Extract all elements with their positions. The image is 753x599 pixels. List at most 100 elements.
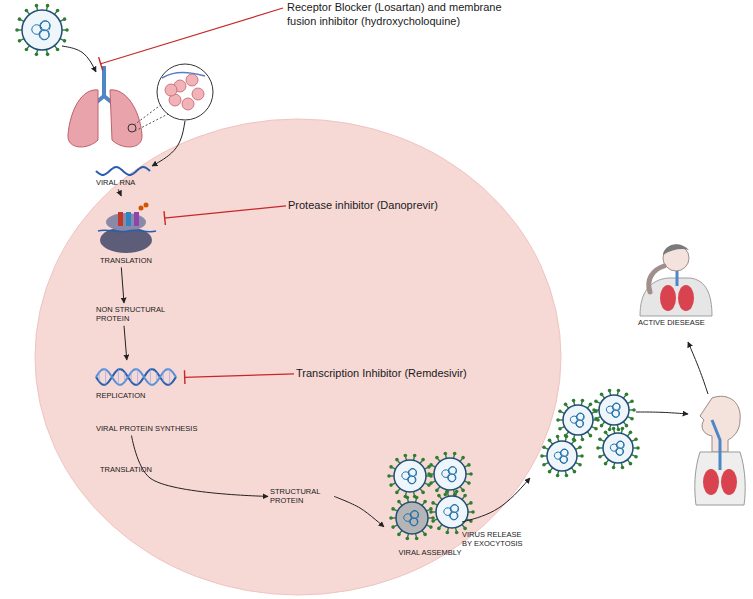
rung — [131, 372, 132, 381]
genome-coil — [444, 505, 459, 520]
spike-tip — [600, 424, 604, 428]
spike-tip — [429, 510, 433, 514]
envelope — [436, 496, 468, 528]
spike-tip — [389, 465, 393, 469]
spike-tip — [387, 474, 391, 478]
capillary — [162, 73, 205, 79]
spike-tip — [63, 39, 67, 43]
progression-arrow — [688, 342, 708, 394]
step-label: REPLICATION — [96, 391, 182, 400]
genome-coil — [404, 511, 419, 526]
spike-tip — [397, 500, 401, 504]
spike-tip — [542, 463, 546, 467]
step-label: STRUCTURAL PROTEIN — [270, 487, 332, 506]
envelope — [434, 458, 466, 490]
alveolus — [186, 74, 198, 86]
inhibition-line — [100, 8, 283, 64]
spike-tip — [594, 427, 598, 431]
spike-tip — [596, 446, 600, 450]
spike-tip — [581, 399, 585, 403]
flow-arrow — [121, 267, 124, 303]
genome-coil — [606, 403, 620, 417]
person-icon — [695, 396, 745, 505]
spike-tip — [63, 17, 67, 21]
spike-tip — [558, 410, 562, 414]
virion — [387, 454, 433, 499]
step-node: REPLICATION — [90, 362, 182, 400]
spike-tip — [423, 500, 427, 504]
alveolus — [182, 98, 194, 110]
entry-arrow — [62, 46, 96, 72]
spike-tip — [429, 507, 433, 511]
spike-tip — [65, 28, 69, 32]
spike-tip — [578, 446, 582, 450]
alveolus — [192, 88, 204, 100]
spike-tip — [437, 527, 441, 531]
spike-tip — [598, 438, 602, 442]
spike-tip — [600, 393, 604, 397]
step-node: VIRAL PROTEIN SYNTHESIS — [96, 424, 197, 433]
release-arrow — [462, 478, 530, 522]
step-label: Protease inhibitor (Danoprevir) — [288, 199, 438, 213]
rung — [124, 372, 125, 381]
spike-tip — [634, 438, 638, 442]
genome-coil — [610, 441, 624, 455]
spike-tip — [632, 408, 636, 412]
spike-tip — [406, 537, 410, 541]
spike-tip — [455, 490, 459, 494]
virion — [427, 452, 473, 497]
rna-strand — [96, 167, 150, 175]
envelope — [547, 441, 577, 471]
spike-tip — [18, 39, 22, 43]
spike-tip — [608, 428, 612, 432]
right-lung — [110, 90, 142, 147]
spike-tip — [463, 527, 467, 531]
envelope — [396, 502, 428, 534]
step-label: VIRAL RNA — [96, 178, 160, 187]
flow-arrow — [124, 326, 127, 360]
lung — [678, 285, 694, 311]
hair — [663, 244, 689, 255]
spike-tip — [612, 466, 616, 470]
rung — [99, 372, 100, 381]
ribosome-icon — [98, 203, 156, 254]
spike-tip — [435, 489, 439, 493]
step-node: STRUCTURAL PROTEIN — [270, 487, 332, 506]
spike-tip — [621, 427, 625, 431]
spike-tip — [463, 494, 467, 498]
spike-tip — [446, 531, 450, 535]
released-virion — [596, 427, 640, 470]
spike-tip — [629, 462, 633, 466]
spike-tip — [18, 17, 22, 21]
spike-tip — [580, 454, 584, 458]
inhibition-line — [184, 374, 294, 377]
spike-tip — [413, 454, 417, 458]
spike-tip — [636, 446, 640, 450]
spike-tip — [437, 494, 441, 498]
spike-tip — [565, 474, 569, 478]
entry-arrow — [152, 121, 185, 166]
spike-tip — [604, 431, 608, 435]
alveolus — [165, 84, 177, 96]
spike-tip — [556, 435, 560, 439]
spike-tip — [431, 516, 435, 520]
step-node: VIRAL ASSEMBLY — [386, 456, 474, 557]
spike-tip — [581, 438, 585, 442]
step-node: ACTIVE DIESEASE — [618, 232, 718, 327]
spike-tip — [429, 463, 433, 467]
spike-tip — [604, 462, 608, 466]
spike-tip — [467, 463, 471, 467]
small-subunit — [106, 213, 146, 231]
spike-tip — [621, 466, 625, 470]
envelope — [603, 433, 633, 463]
lung — [660, 285, 676, 311]
spike-tip — [630, 400, 634, 404]
spike-tip — [572, 438, 576, 442]
trna — [118, 212, 123, 226]
spike-tip — [404, 454, 408, 458]
flow-arrow — [131, 435, 268, 496]
genome-coil — [570, 413, 584, 427]
spike-tip — [395, 458, 399, 462]
rung — [169, 369, 170, 384]
